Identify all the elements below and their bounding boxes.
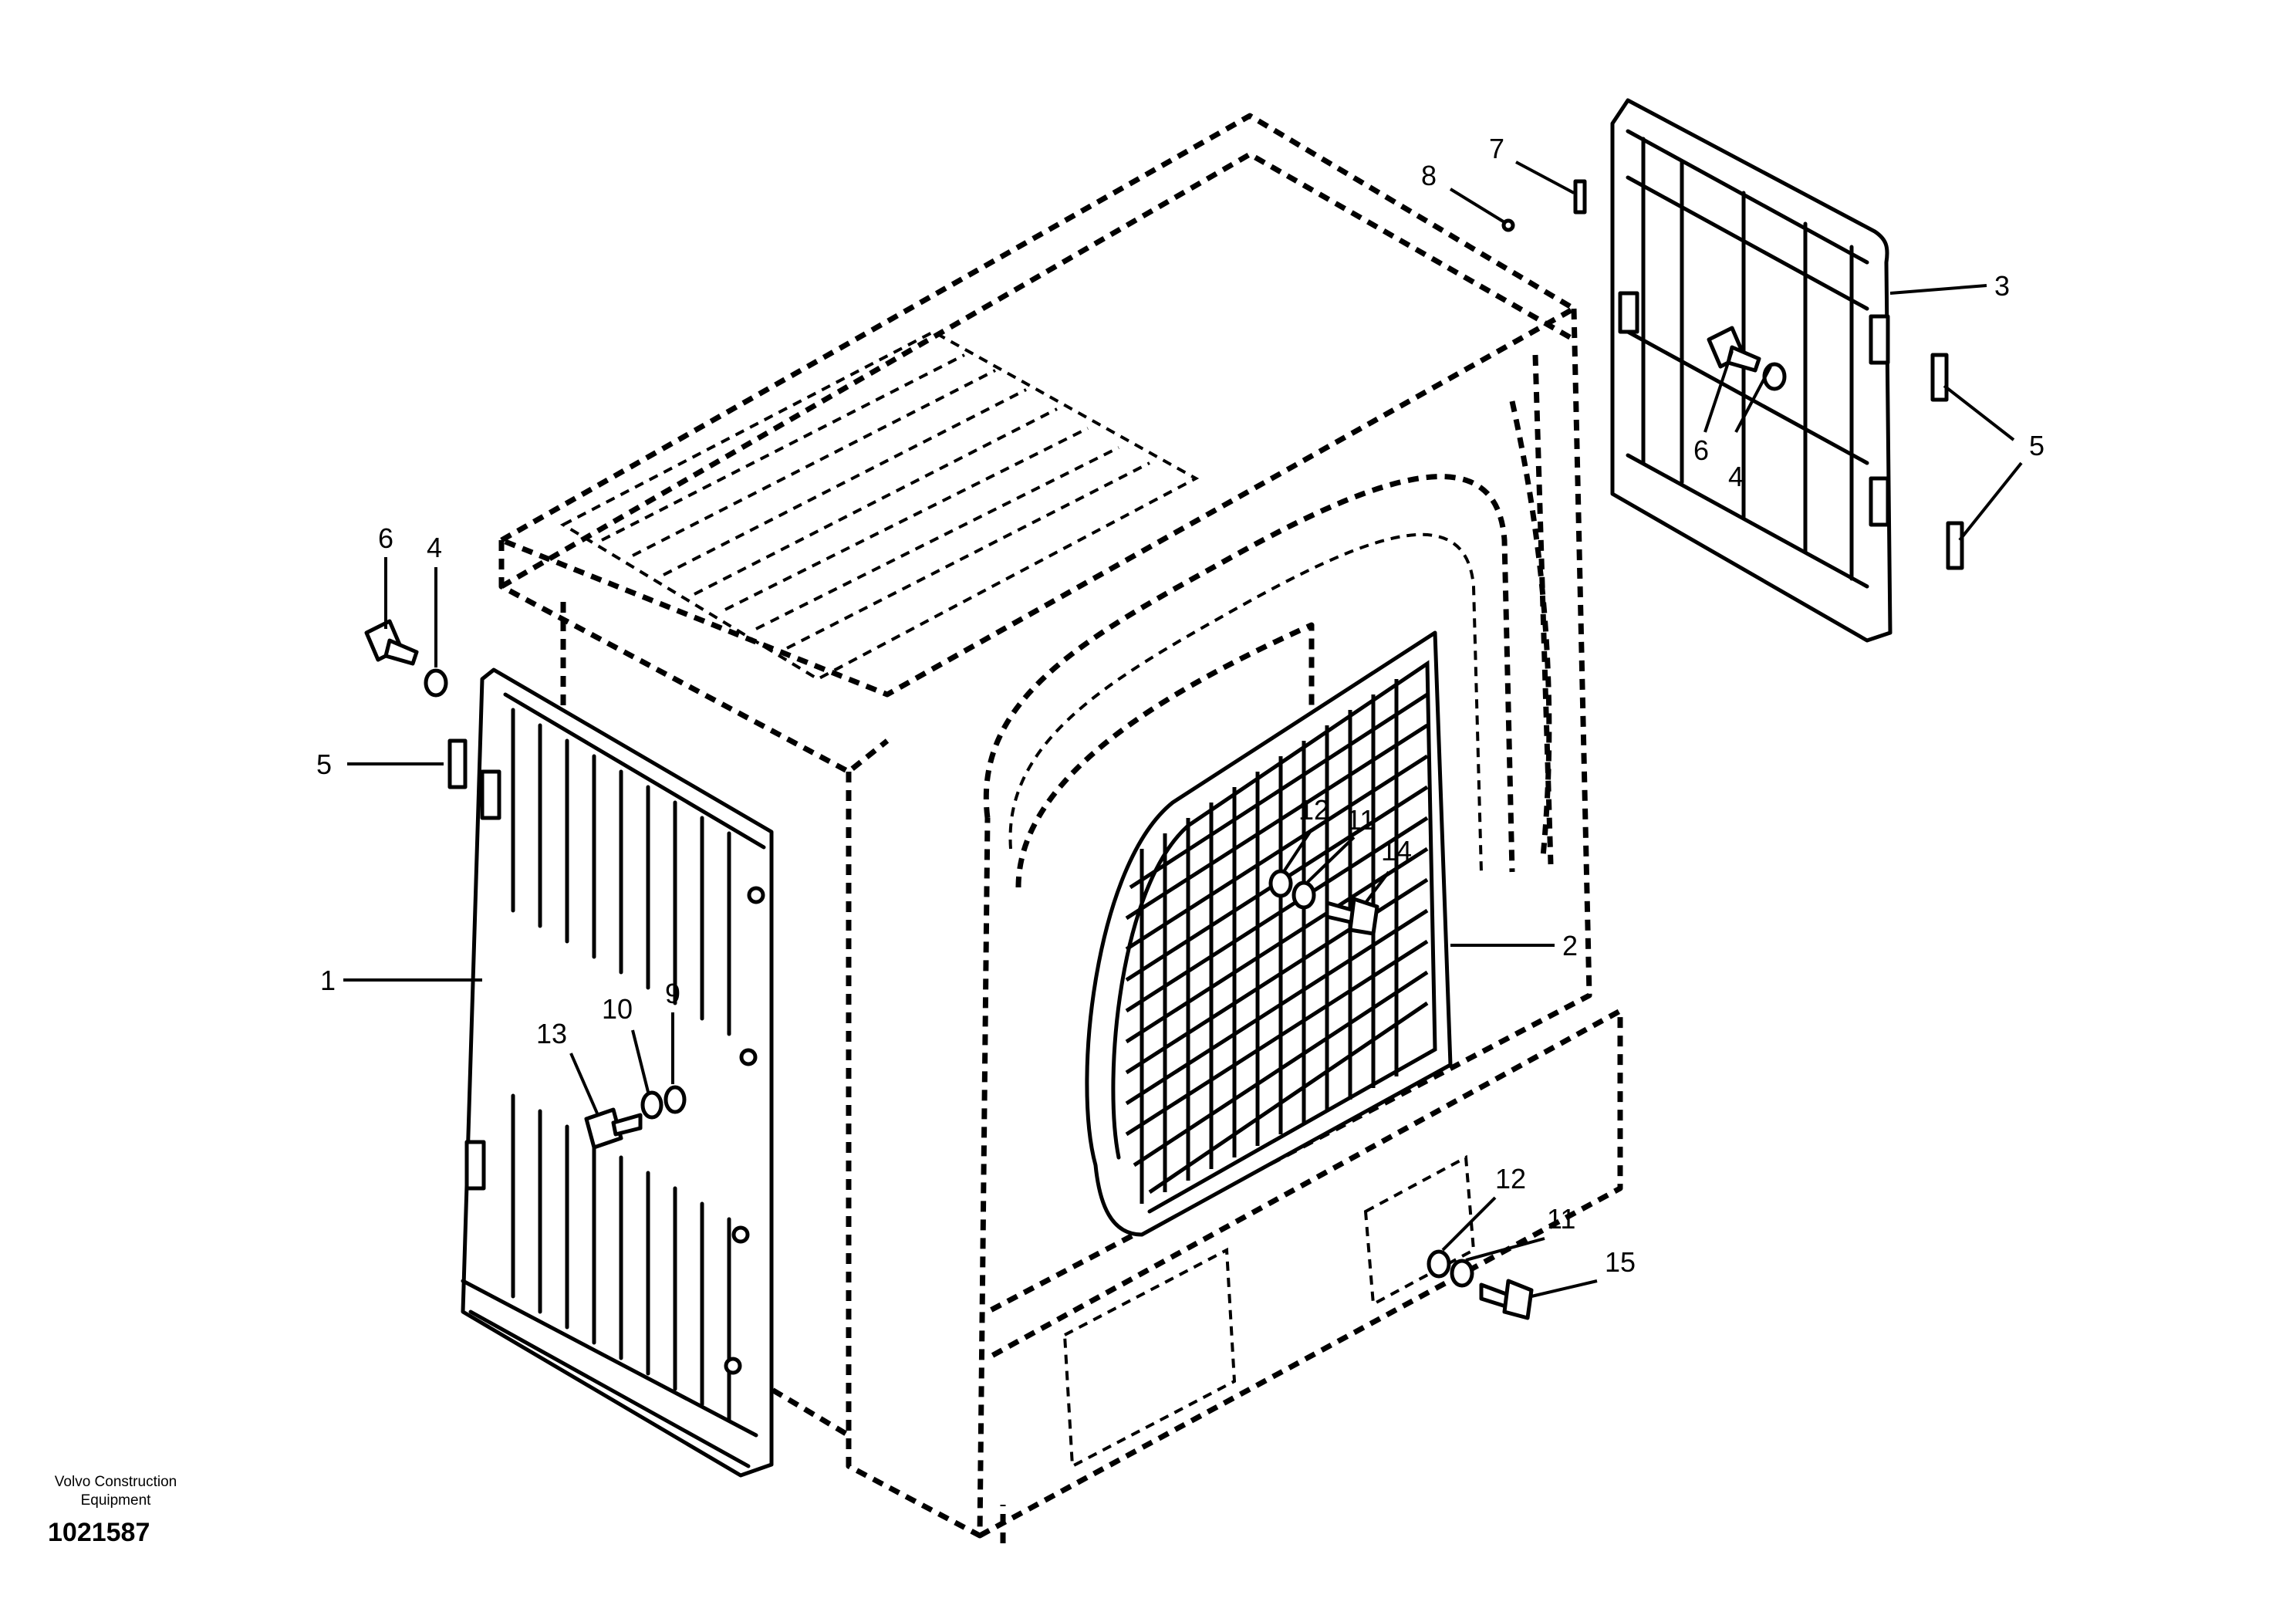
cab-outline [498, 113, 1623, 1543]
washer-item-12-upper [1268, 869, 1293, 898]
callout-7: 7 [1489, 133, 1504, 164]
company-name-line2: Equipment [81, 1492, 152, 1509]
window-screen-part-2 [1085, 630, 1453, 1237]
part-item-8 [1501, 218, 1515, 232]
callout-8: 8 [1421, 160, 1437, 191]
callout-1: 1 [320, 965, 336, 996]
callout-11-lower: 11 [1547, 1203, 1575, 1235]
rear-guard-part-1 [461, 667, 774, 1478]
callout-12-lower: 12 [1495, 1163, 1526, 1195]
callout-2: 2 [1562, 930, 1578, 961]
callout-6-right: 6 [1693, 434, 1709, 466]
clip-item-5-right-upper [1930, 353, 1949, 402]
bolt-item-13 [584, 1107, 643, 1150]
clip-item-5-left [447, 738, 468, 789]
bolt-item-6-right [1707, 326, 1761, 373]
callout-11-upper: 11 [1346, 804, 1375, 836]
callout-4-left: 4 [427, 532, 442, 563]
clip-item-5-right-lower [1946, 521, 1964, 570]
callout-4-right: 4 [1728, 461, 1744, 492]
washer-item-10 [640, 1090, 663, 1120]
bolt-item-6-left [364, 619, 419, 666]
bolt-item-15 [1479, 1279, 1534, 1320]
leader-lines [343, 161, 2023, 1298]
fasteners [364, 179, 1964, 1320]
pin-item-7 [1573, 179, 1587, 215]
callout-13: 13 [536, 1018, 567, 1049]
callout-5-left: 5 [316, 748, 332, 780]
drawing-number: 1021587 [48, 1518, 150, 1547]
callout-15: 15 [1605, 1246, 1636, 1278]
washer-item-9 [663, 1085, 687, 1114]
callout-9: 9 [665, 978, 680, 1009]
bolt-item-14 [1325, 897, 1379, 936]
washer-item-11-upper [1292, 880, 1316, 910]
washer-item-4-right [1762, 362, 1787, 391]
washer-item-11-lower [1450, 1259, 1474, 1288]
company-name-line1: Volvo Construction [55, 1474, 177, 1490]
callout-12-upper: 12 [1298, 794, 1329, 826]
washer-item-12-lower [1427, 1249, 1451, 1279]
callout-10: 10 [602, 993, 633, 1025]
callout-3: 3 [1994, 270, 2010, 302]
washer-item-4-left [424, 668, 448, 698]
callout-14: 14 [1381, 835, 1412, 867]
callout-5-right: 5 [2029, 430, 2044, 461]
callout-6-left: 6 [378, 522, 393, 554]
callouts: 1 2 3 6 4 5 5 6 4 7 8 9 10 13 12 11 14 1… [316, 133, 2044, 1278]
drawing-footer: Volvo Construction Equipment 1021587 [48, 1474, 177, 1547]
